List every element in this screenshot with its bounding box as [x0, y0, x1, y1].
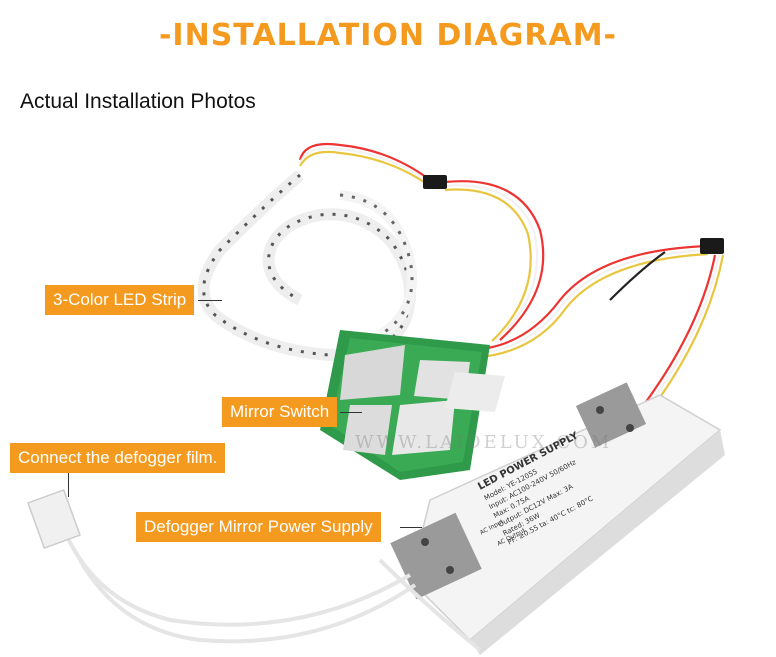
led-strip-connector-b	[700, 238, 724, 254]
label-led-strip: 3-Color LED Strip	[45, 285, 195, 315]
watermark-text: WWW.LAIDELUX.COM	[355, 432, 613, 453]
page-subtitle: Actual Installation Photos	[20, 90, 256, 113]
led-strip-coil	[197, 170, 417, 362]
leader-defogger-film	[68, 473, 69, 497]
label-power-supply: Defogger Mirror Power Supply	[136, 512, 381, 542]
mirror-switch-board	[320, 330, 505, 480]
label-mirror-switch: Mirror Switch	[222, 397, 338, 427]
leader-mirror-switch	[340, 412, 362, 413]
led-strip-connector-a	[423, 175, 447, 189]
led-strip-wires	[298, 142, 709, 358]
power-supply-output-wires	[639, 254, 725, 415]
installation-photo: LED POWER SUPPLY Model: YE-12055 Input: …	[26, 142, 725, 655]
ac-cables	[58, 519, 482, 652]
defogger-plug	[26, 488, 82, 550]
label-defogger-film: Connect the defogger film.	[10, 443, 226, 473]
page-title: -INSTALLATION DIAGRAM-	[158, 18, 617, 53]
leader-led-strip	[198, 300, 222, 301]
terminal-cover-bottom	[390, 512, 482, 600]
power-supply-box	[390, 382, 725, 655]
leader-power-supply	[400, 527, 422, 528]
